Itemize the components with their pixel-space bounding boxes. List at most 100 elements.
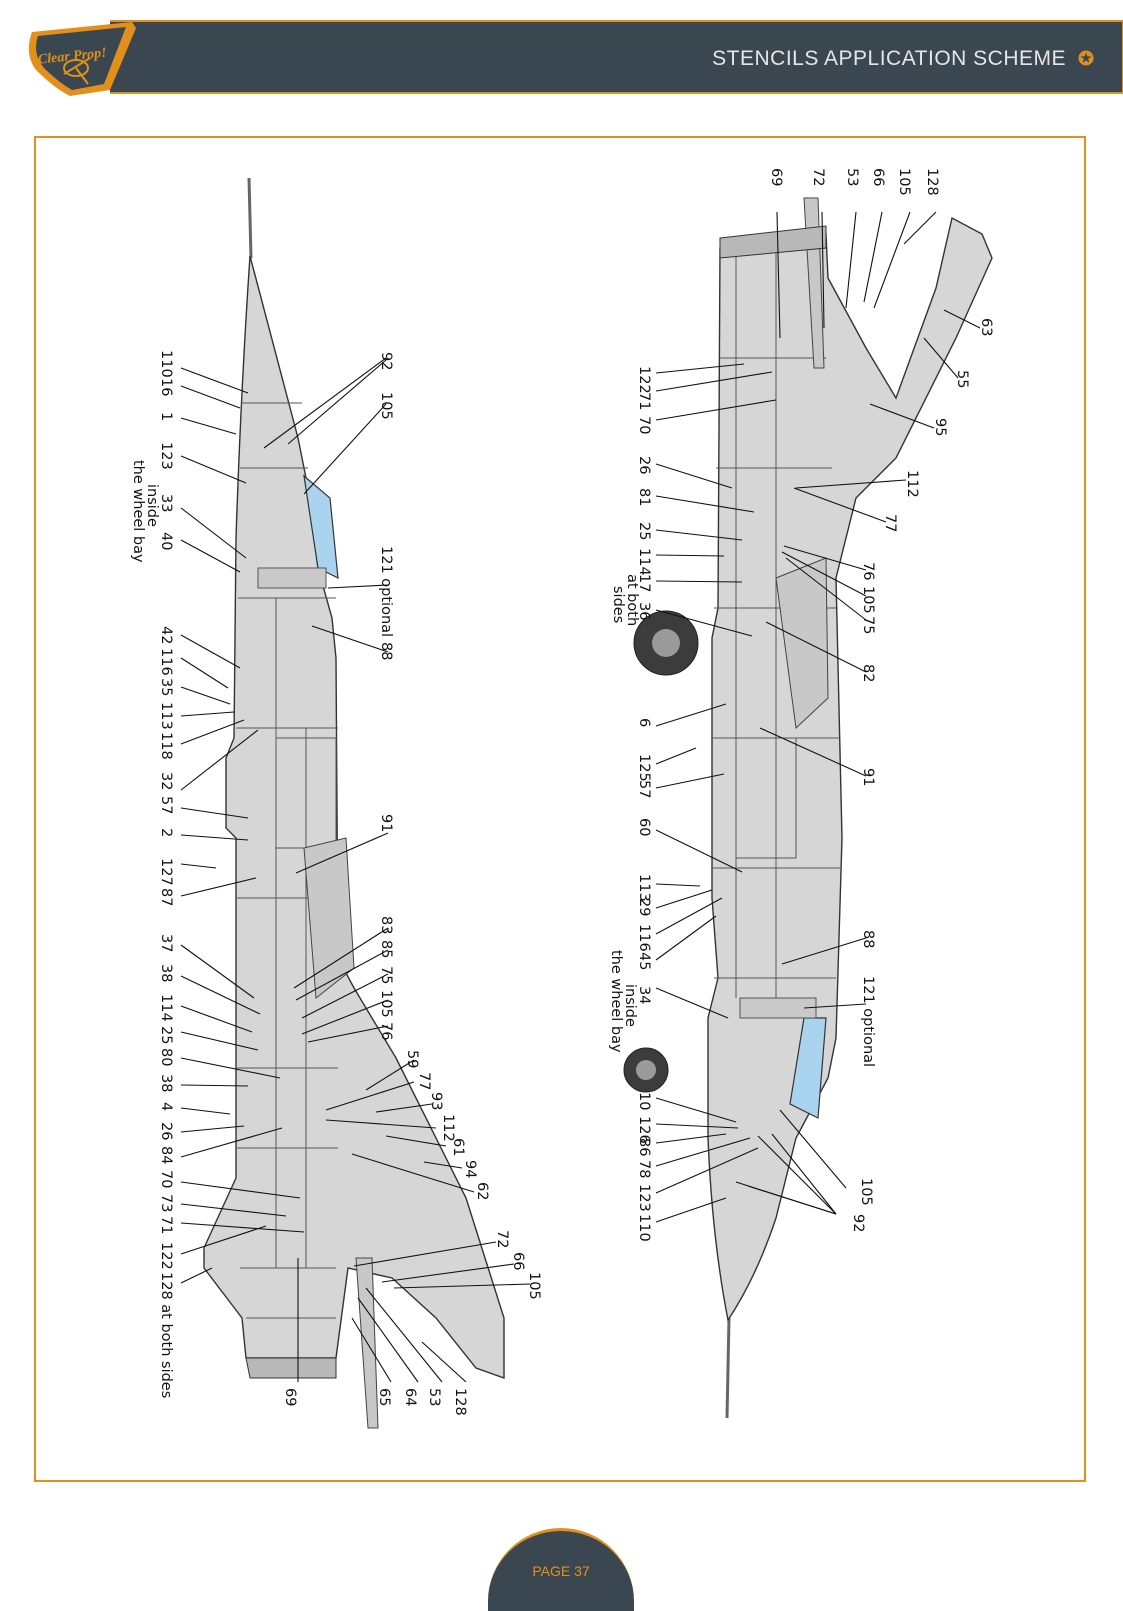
callout-label: 75 xyxy=(378,966,394,984)
right-canopy xyxy=(789,1017,827,1119)
stencils-diagram: 110 16 1 123 33 inside the wheel bay 40 … xyxy=(130,168,994,1429)
callout-label: 113 xyxy=(636,874,652,902)
callout-label: 42 xyxy=(158,626,174,644)
callout-label: 69 xyxy=(282,1388,298,1406)
callout-label: 63 xyxy=(978,318,994,336)
callout-label: 84 xyxy=(158,1146,174,1164)
callout-label: 25 xyxy=(636,522,652,540)
callout-label: 53 xyxy=(844,168,860,186)
callout-label: 87 xyxy=(158,888,174,906)
callout-label: the wheel bay xyxy=(608,950,624,1053)
callout-label: 126 xyxy=(636,1116,652,1144)
callout-label: at both xyxy=(624,574,640,626)
callout-label: 38 xyxy=(158,964,174,982)
callout-label: 66 xyxy=(870,168,886,186)
callout-label: 72 xyxy=(810,168,826,186)
callout-label: 1 xyxy=(158,412,174,421)
callout-label: inside xyxy=(622,984,638,1027)
callout-label: 38 xyxy=(158,1074,174,1092)
callout-label: 55 xyxy=(954,370,970,388)
callout-label: 26 xyxy=(158,1122,174,1140)
callout-label: 105 xyxy=(896,168,912,196)
callout-label: 125 xyxy=(636,754,652,782)
callout-label: 35 xyxy=(158,678,174,696)
callout-label: 123 xyxy=(158,442,174,470)
callout-label: 78 xyxy=(636,1160,652,1178)
callout-label: 82 xyxy=(860,664,876,682)
callout-label: 76 xyxy=(860,562,876,580)
callout-label: 61 xyxy=(450,1138,466,1156)
callout-label: 29 xyxy=(636,898,652,916)
callout-label: 85 xyxy=(378,940,394,958)
callout-label: 34 xyxy=(636,986,652,1004)
callout-label: 57 xyxy=(636,780,652,798)
callout-label: 26 xyxy=(636,456,652,474)
callout-label: 76 xyxy=(378,1022,394,1040)
header-bar: STENCILS APPLICATION SCHEME xyxy=(110,20,1123,94)
callout-label: 110 xyxy=(158,350,174,378)
callout-label: 65 xyxy=(376,1388,392,1406)
callout-label: 105 xyxy=(860,586,876,614)
callout-label: 59 xyxy=(404,1050,420,1068)
callout-label: 4 xyxy=(158,1102,174,1111)
callout-label: 128 at both sides xyxy=(158,1272,174,1398)
callout-label: 70 xyxy=(158,1170,174,1188)
callout-label: 114 xyxy=(636,548,652,576)
callout-label: 77 xyxy=(882,514,898,532)
left-canopy xyxy=(303,474,339,580)
page-header: STENCILS APPLICATION SCHEME Clear Prop! xyxy=(14,18,1123,96)
callout-label: 10 xyxy=(636,1092,652,1110)
left-aircraft-profile xyxy=(203,177,505,1429)
callout-label: 73 xyxy=(158,1194,174,1212)
callout-label: 66 xyxy=(510,1252,526,1270)
callout-label: 37 xyxy=(158,934,174,952)
callout-label: 17 xyxy=(636,574,652,592)
clear-prop-logo: Clear Prop! xyxy=(28,22,136,96)
callout-label: 128 xyxy=(924,168,940,196)
callout-label: 88 xyxy=(378,642,394,660)
callout-label: 123 xyxy=(636,1184,652,1212)
callout-label: 110 xyxy=(636,1214,652,1242)
callout-label: 70 xyxy=(636,416,652,434)
right-fuselage xyxy=(707,216,993,1322)
callout-label: 105 xyxy=(526,1272,542,1300)
callout-label: the wheel bay xyxy=(130,460,146,563)
callout-label: 112 xyxy=(440,1114,456,1142)
callout-label: 75 xyxy=(860,616,876,634)
callout-label: 127 xyxy=(158,858,174,886)
callout-label: 86 xyxy=(636,1138,652,1156)
left-fuselage xyxy=(203,255,505,1379)
page-number: PAGE 37 xyxy=(532,1563,590,1579)
callout-label: 83 xyxy=(378,916,394,934)
callout-label: 16 xyxy=(158,378,174,396)
callout-label: 33 xyxy=(158,494,174,512)
page-title: STENCILS APPLICATION SCHEME xyxy=(712,47,1066,70)
callout-label: 114 xyxy=(158,994,174,1022)
star-icon xyxy=(1078,50,1094,66)
callout-label: 62 xyxy=(474,1182,490,1200)
callout-leaders xyxy=(180,211,981,1383)
callout-label: 91 xyxy=(378,814,394,832)
callout-label: 105 xyxy=(858,1178,874,1206)
callout-label: 94 xyxy=(462,1160,478,1178)
callout-label: 88 xyxy=(860,930,876,948)
callout-label: 121 optional xyxy=(860,976,876,1067)
callout-label: sides xyxy=(610,586,626,623)
callout-label: 32 xyxy=(158,772,174,790)
callout-label: 128 xyxy=(452,1388,468,1416)
callout-label: 64 xyxy=(402,1388,418,1406)
callout-label: 77 xyxy=(416,1072,432,1090)
callout-label: 6 xyxy=(636,718,652,727)
callout-label: 92 xyxy=(378,352,394,370)
callout-label: 81 xyxy=(636,488,652,506)
callout-label: 25 xyxy=(158,1026,174,1044)
callout-label: 116 xyxy=(158,648,174,676)
callout-label: 40 xyxy=(158,532,174,550)
callout-label: 113 xyxy=(158,702,174,730)
callout-label: 80 xyxy=(158,1048,174,1066)
callout-label: 36 xyxy=(636,602,652,620)
callout-label: 112 xyxy=(904,470,920,498)
left-callouts: 110 16 1 123 33 inside the wheel bay 40 … xyxy=(130,350,542,1416)
page-number-tab: PAGE 37 xyxy=(488,1528,634,1611)
callout-label: 2 xyxy=(158,828,174,837)
